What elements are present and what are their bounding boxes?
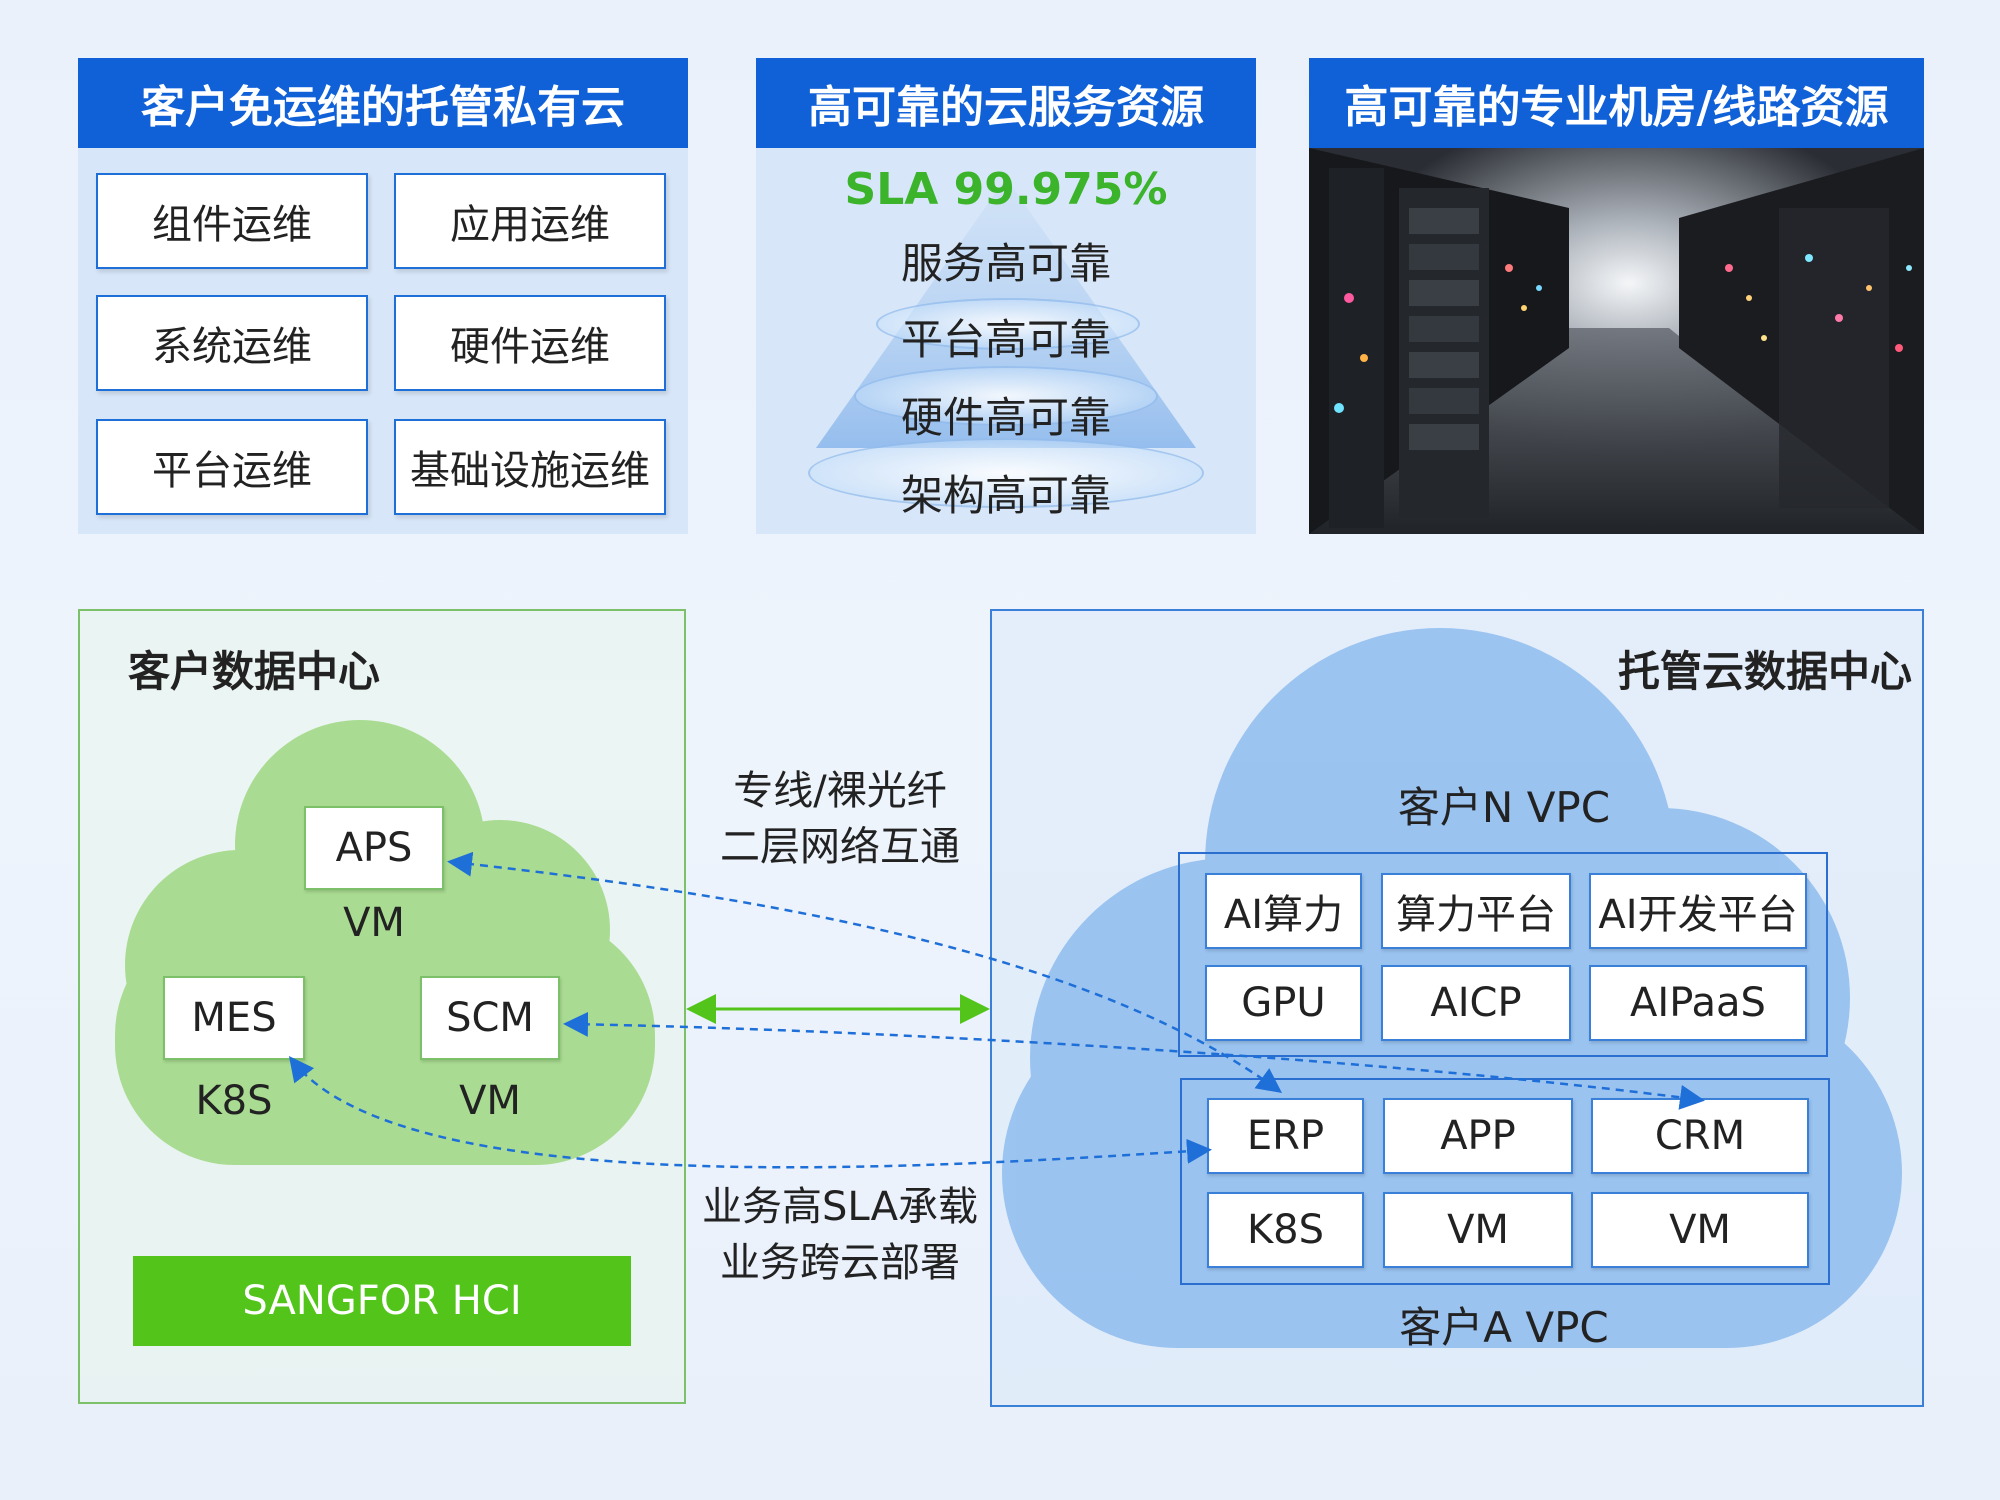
level-service: 服务高可靠 bbox=[900, 239, 1111, 288]
ops-item-infrastructure: 基础设施运维 bbox=[394, 419, 666, 515]
vpc-n-compute-platform: 算力平台 bbox=[1381, 873, 1571, 949]
cloud-service-title: 高可靠的云服务资源 bbox=[756, 58, 1256, 148]
vpc-n-ai-dev-platform: AI开发平台 bbox=[1589, 873, 1807, 949]
ops-item-application: 应用运维 bbox=[394, 173, 666, 269]
level-ellipse-2 bbox=[854, 366, 1158, 426]
scm-node-sub: VM bbox=[459, 1078, 521, 1124]
link-label-line1: 专线/裸光纤 bbox=[733, 768, 947, 814]
cloud-datacenter-title: 托管云数据中心 bbox=[1617, 647, 1912, 696]
scm-node: SCM bbox=[420, 976, 560, 1060]
level-hardware: 硬件高可靠 bbox=[900, 393, 1111, 442]
managed-private-cloud-panel: 客户免运维的托管私有云 组件运维 应用运维 系统运维 硬件运维 平台运维 基础设… bbox=[78, 58, 688, 534]
datacenter-resources-panel: 高可靠的专业机房/线路资源 bbox=[1309, 58, 1924, 534]
vpc-n-aipaas: AIPaaS bbox=[1589, 965, 1807, 1041]
ops-item-hardware: 硬件运维 bbox=[394, 295, 666, 391]
mes-node: MES bbox=[163, 976, 305, 1060]
ops-item-platform: 平台运维 bbox=[96, 419, 368, 515]
sla-label-line1: 业务高SLA承载 bbox=[702, 1184, 978, 1230]
aps-node: APS bbox=[304, 806, 444, 890]
link-label-line2: 二层网络互通 bbox=[720, 824, 960, 870]
customer-datacenter-title: 客户数据中心 bbox=[128, 647, 381, 696]
aps-node-sub: VM bbox=[343, 900, 405, 946]
level-ellipse-1 bbox=[876, 298, 1140, 350]
vpc-n-aicp: AICP bbox=[1381, 965, 1571, 1041]
level-platform: 平台高可靠 bbox=[900, 315, 1111, 364]
vpc-a-app: APP bbox=[1383, 1098, 1573, 1174]
sla-label-line2: 业务跨云部署 bbox=[720, 1240, 960, 1286]
vpc-a-label: 客户A VPC bbox=[1399, 1303, 1609, 1352]
mes-node-sub: K8S bbox=[195, 1078, 273, 1124]
green-cloud bbox=[115, 720, 655, 1165]
level-ellipse-3 bbox=[808, 438, 1204, 508]
vpc-a-vm-2: VM bbox=[1591, 1192, 1809, 1268]
sangfor-hci-bar: SANGFOR HCI bbox=[133, 1256, 631, 1346]
ops-item-system: 系统运维 bbox=[96, 295, 368, 391]
server-room-image bbox=[1309, 148, 1924, 534]
vpc-a-erp: ERP bbox=[1207, 1098, 1364, 1174]
vpc-a-vm-1: VM bbox=[1383, 1192, 1573, 1268]
ops-item-component: 组件运维 bbox=[96, 173, 368, 269]
managed-private-cloud-title: 客户免运维的托管私有云 bbox=[78, 58, 688, 148]
vpc-n-ai-compute: AI算力 bbox=[1205, 873, 1362, 949]
sla-value: SLA 99.975% bbox=[844, 164, 1168, 215]
datacenter-resources-title: 高可靠的专业机房/线路资源 bbox=[1309, 58, 1924, 148]
cloud-service-panel: 高可靠的云服务资源 SLA 99.975% 服务高可靠 平台高可靠 硬件高可靠 … bbox=[756, 58, 1256, 534]
vpc-n-gpu: GPU bbox=[1205, 965, 1362, 1041]
level-architecture: 架构高可靠 bbox=[900, 471, 1111, 520]
vpc-a-crm: CRM bbox=[1591, 1098, 1809, 1174]
vpc-n-label: 客户N VPC bbox=[1397, 783, 1611, 832]
vpc-a-k8s: K8S bbox=[1207, 1192, 1364, 1268]
